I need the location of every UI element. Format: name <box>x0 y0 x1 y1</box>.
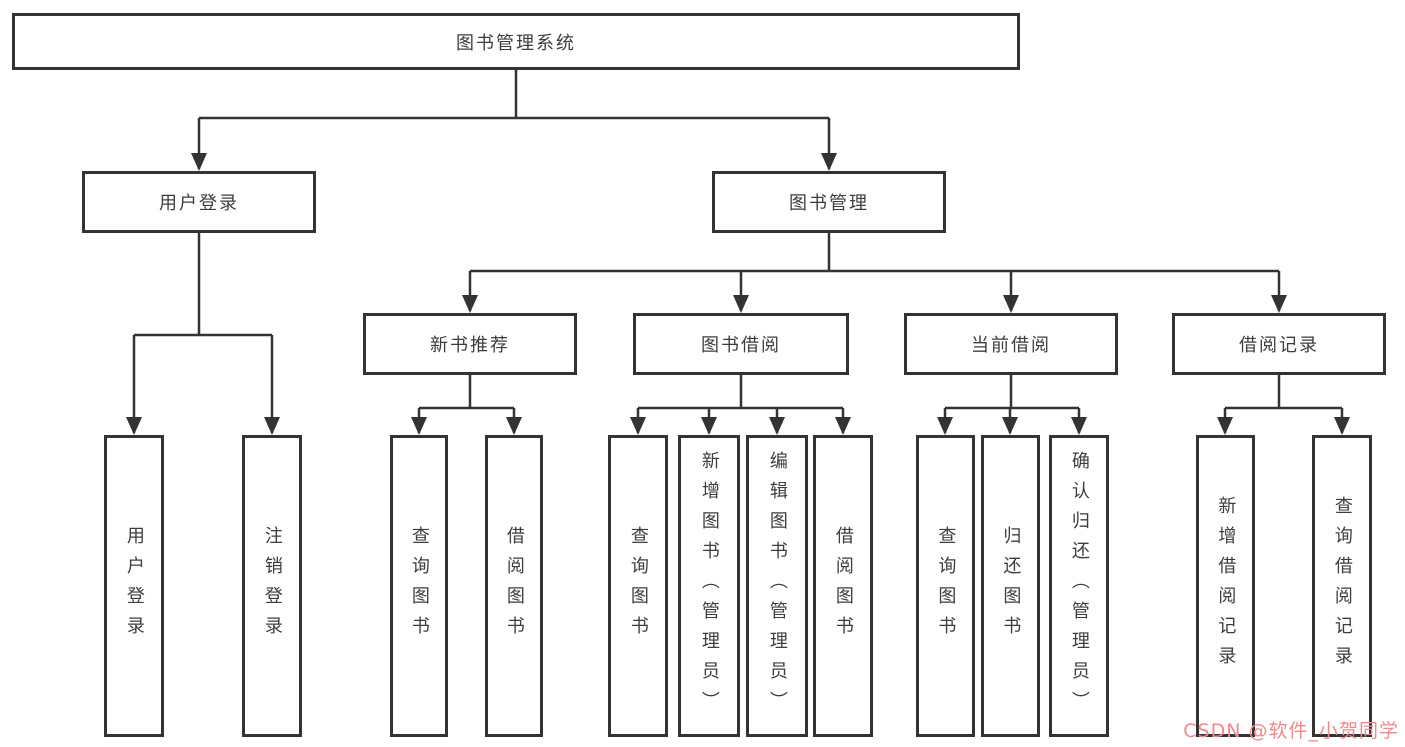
leaf-query-books-borrowing: 查询图书 <box>608 435 668 737</box>
node-label: 新书推荐 <box>430 335 510 356</box>
node-label: 用户登录 <box>123 526 145 646</box>
node-label: 用户登录 <box>159 193 239 214</box>
leaf-user-login: 用户登录 <box>104 435 164 737</box>
csdn-watermark: CSDN @软件_小贺同学 <box>1183 720 1399 742</box>
node-label: 图书借阅 <box>701 335 781 356</box>
node-label: 归还图书 <box>1000 526 1022 646</box>
node-label: 查询图书 <box>627 526 649 646</box>
node-label: 当前借阅 <box>971 335 1051 356</box>
node-borrowing-records: 借阅记录 <box>1172 313 1386 375</box>
node-label: 图书管理系统 <box>456 32 576 54</box>
node-label: 新增借阅记录 <box>1215 496 1237 676</box>
leaf-confirm-return-admin: 确认归还（管理员） <box>1049 435 1109 737</box>
node-label: 查询图书 <box>935 526 957 646</box>
leaf-add-borrow-record: 新增借阅记录 <box>1196 435 1255 737</box>
leaf-query-books-current: 查询图书 <box>916 435 975 737</box>
leaf-return-books: 归还图书 <box>981 435 1040 737</box>
node-label: 查询借阅记录 <box>1331 496 1353 676</box>
node-current-borrowing: 当前借阅 <box>904 313 1118 375</box>
node-label: 图书管理 <box>789 193 869 214</box>
node-book-management: 图书管理 <box>712 171 946 233</box>
node-label: 编辑图书（管理员） <box>766 451 788 721</box>
node-label: 查询图书 <box>408 526 430 646</box>
node-label: 借阅记录 <box>1239 335 1319 356</box>
leaf-edit-books-admin: 编辑图书（管理员） <box>746 435 808 737</box>
node-root-system: 图书管理系统 <box>12 13 1020 70</box>
leaf-add-books-admin: 新增图书（管理员） <box>678 435 740 737</box>
node-label: 借阅图书 <box>832 526 854 646</box>
node-label: 注销登录 <box>261 526 283 646</box>
node-new-book-recommend: 新书推荐 <box>363 313 577 375</box>
node-label: 借阅图书 <box>503 526 525 646</box>
leaf-logout: 注销登录 <box>242 435 302 737</box>
leaf-borrow-books-recommend: 借阅图书 <box>485 435 543 737</box>
node-book-borrowing: 图书借阅 <box>633 313 849 375</box>
leaf-borrow-books: 借阅图书 <box>813 435 873 737</box>
node-user-login: 用户登录 <box>82 171 316 233</box>
node-label: 确认归还（管理员） <box>1068 451 1090 721</box>
leaf-query-borrow-record: 查询借阅记录 <box>1312 435 1372 737</box>
node-label: 新增图书（管理员） <box>698 451 720 721</box>
leaf-query-books-recommend: 查询图书 <box>390 435 448 737</box>
